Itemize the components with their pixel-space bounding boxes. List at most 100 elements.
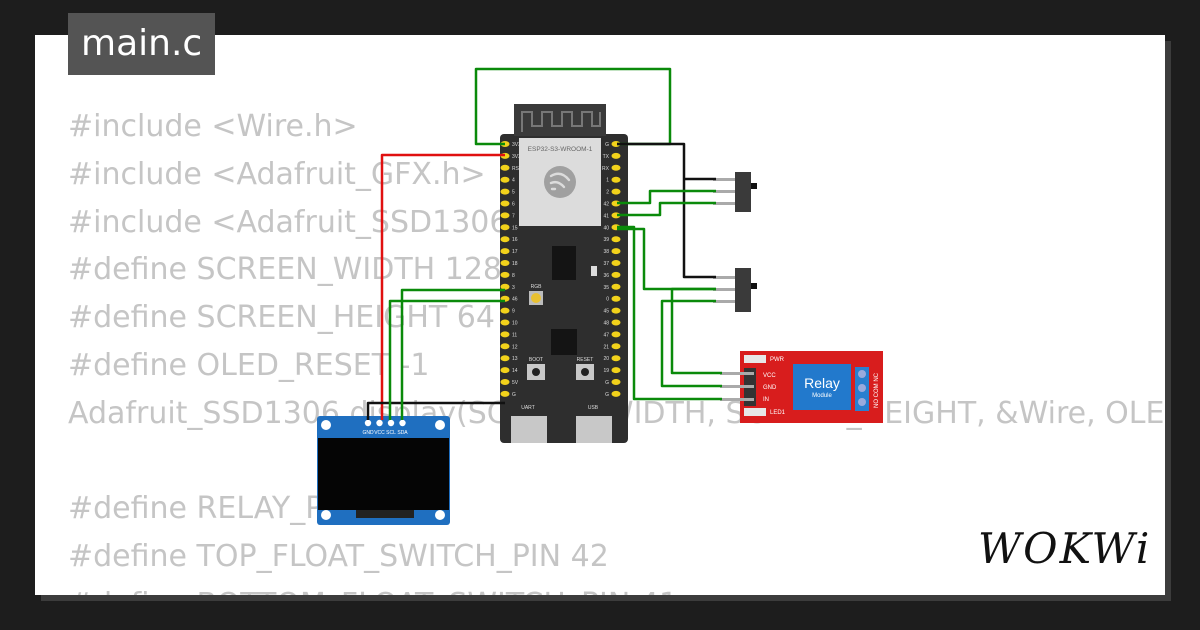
esp32-pin-left[interactable] [500,283,510,290]
esp32-pin-label: 15 [512,225,518,231]
esp32-pin-right[interactable] [611,248,621,255]
esp32-pin-left[interactable] [500,188,510,195]
esp32-board[interactable]: ESP32-S3-WROOM-1 RGB BOOT RESET UART USB… [500,104,628,443]
esp32-pin-label: 40 [603,225,609,231]
oled-pin[interactable] [387,419,395,427]
esp32-pin-right[interactable] [611,152,621,159]
esp32-pin-right[interactable] [611,390,621,397]
esp32-pin-right[interactable] [611,367,621,374]
esp32-pin-label: RX [602,166,610,172]
wire-bottom-switch [617,201,716,217]
esp32-pin-left[interactable] [500,224,510,231]
esp32-pin-label: 38 [603,249,609,255]
code-preview: #include <Wire.h> #include <Adafruit_GFX.… [68,103,1165,595]
esp32-pin-label: 8 [512,273,515,279]
esp32-pin-right[interactable] [611,295,621,302]
esp32-pin-label: 48 [603,321,609,327]
esp32-pin-right[interactable] [611,176,621,183]
esp32-pin-left[interactable] [500,176,510,183]
esp32-pin-right[interactable] [611,343,621,350]
esp32-pin-right[interactable] [611,379,621,385]
esp32-pin-label: 14 [512,368,518,374]
esp32-pin-label: 9 [512,309,515,315]
esp32-pin-left[interactable] [500,367,510,374]
wire-oled-vcc [380,153,505,420]
esp32-pin-label: 46 [512,297,518,303]
relay-pin-vcc: VCC [763,373,776,379]
module-label: ESP32-S3-WROOM-1 [528,146,593,153]
esp32-pin-right[interactable] [611,319,621,326]
pwr-label: PWR [770,357,785,363]
oled-pin[interactable] [399,419,406,427]
code-line: #include <Wire.h> [68,109,358,144]
esp32-pin-right[interactable] [611,271,621,278]
esp32-pin-left[interactable] [500,271,510,278]
relay-title: Relay [804,375,840,391]
esp32-pin-right[interactable] [611,236,621,243]
esp32-pin-right[interactable] [611,164,621,171]
uart-label: UART [521,405,535,411]
led-label: LED1 [770,410,786,416]
esp32-pin-left[interactable] [500,236,510,243]
esp32-pin-right[interactable] [611,355,621,362]
esp32-pin-left[interactable] [500,355,510,362]
espressif-logo-icon [544,166,576,198]
code-line: #define BOTTOM_FLOAT_SWITCH_PIN 41 [68,581,1165,595]
top-float-switch[interactable] [713,172,757,212]
esp32-pin-left[interactable] [500,331,510,338]
esp32-pin-label: 42 [603,202,609,208]
esp32-pin-label: G [605,142,609,148]
oled-pin[interactable] [364,419,372,427]
esp32-pin-left[interactable] [500,343,510,350]
esp32-pin-label: 5 [512,190,515,196]
relay-subtitle: Module [812,393,832,399]
usb-label: USB [588,405,599,411]
esp32-pin-label: RST [512,166,522,172]
esp32-pin-label: 45 [603,309,609,315]
esp32-pin-right[interactable] [611,260,621,266]
wires [366,67,722,420]
esp32-pin-left[interactable] [500,379,510,385]
bottom-float-switch[interactable] [713,268,757,312]
oled-pin-label: GND [362,430,374,436]
esp32-pin-label: G [605,380,609,386]
wire-oled-gnd [366,401,505,420]
esp32-pin-left[interactable] [500,307,510,314]
relay-contacts-label: NO COM NC [874,372,880,408]
esp32-pin-label: G [512,392,516,398]
esp32-pin-label: 4 [512,178,515,184]
code-line: #include <Adafruit_GFX.h> [68,156,486,192]
oled-pin-label: SDA [397,430,408,436]
esp32-pin-label: 35 [603,285,609,291]
code-line: #define SCREEN_WIDTH 128 [68,252,503,288]
wire-gnd-switches [617,142,716,279]
wire-oled-sda [388,299,505,420]
esp32-pin-right[interactable] [611,307,621,314]
wire-relay-in [617,225,722,401]
code-line: #define OLED_RESET -1 [68,347,430,383]
esp32-pin-left[interactable] [500,390,510,397]
esp32-pin-left[interactable] [500,212,510,219]
code-line: #define TOP_FLOAT_SWITCH_PIN 42 [68,539,609,575]
esp32-pin-left[interactable] [500,319,510,326]
esp32-pin-left[interactable] [500,200,510,207]
esp32-pin-label: 3 [512,285,515,291]
oled-pin[interactable] [376,419,383,427]
uart-port [511,416,547,443]
esp32-pin-label: 41 [603,213,609,219]
esp32-pin-right[interactable] [611,331,621,338]
esp32-pin-label: 12 [512,344,518,350]
esp32-pin-left[interactable] [500,164,510,171]
esp32-pin-right[interactable] [611,283,621,290]
file-tab[interactable]: main.c [68,13,216,75]
esp32-pin-left[interactable] [500,260,510,266]
relay-module[interactable]: PWR LED1 VCC GND IN Relay Module NO COM … [720,351,883,423]
esp32-pin-right[interactable] [611,188,621,195]
esp32-pin-label: G [605,392,609,398]
esp32-pin-label: 21 [603,344,609,350]
esp32-pin-right[interactable] [611,141,621,147]
esp32-pin-label: 3V3 [512,142,521,148]
wire-top-switch [617,189,716,205]
esp32-pin-left[interactable] [500,248,510,255]
